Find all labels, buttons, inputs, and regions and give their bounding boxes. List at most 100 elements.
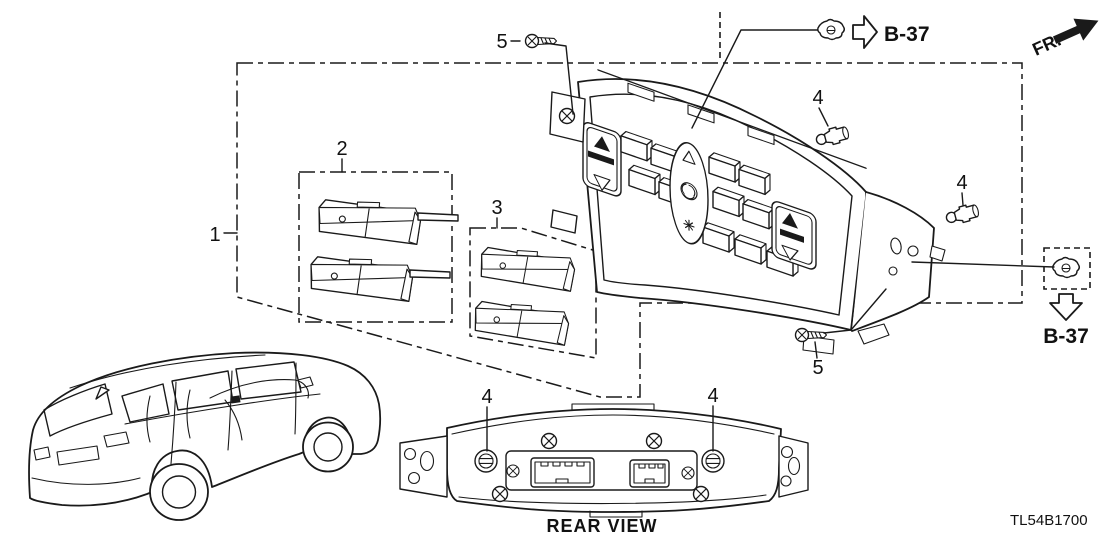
slider-bar — [780, 228, 804, 243]
case-screw-icon — [645, 432, 663, 450]
callout-4-bulb-right: 4 — [956, 172, 967, 194]
dial-up-triangle-icon — [682, 150, 696, 165]
rear-top-inner-line — [451, 414, 775, 435]
callout-5-bottom: 5 — [812, 357, 823, 379]
clip-dashed-box — [1043, 247, 1091, 290]
fan-icon — [680, 182, 698, 201]
bottom-foot — [857, 323, 890, 345]
control-unit-location-mark — [230, 395, 241, 404]
wing-hole — [780, 475, 792, 487]
control-unit-front-view — [549, 69, 946, 355]
control-unit-rear-view — [399, 403, 809, 518]
tapping-screw-icon — [524, 33, 558, 49]
side-hook-tab — [929, 245, 946, 262]
rear-bumper-line — [31, 477, 141, 485]
front-direction-arrow-icon — [1052, 18, 1099, 44]
switch-assembly-2 — [308, 197, 459, 303]
car-body-outline — [28, 351, 381, 507]
rear-wheel-hub — [161, 475, 197, 509]
roof-antenna-fin — [95, 386, 110, 400]
callout-4-rear-right: 4 — [707, 385, 718, 407]
b37-down-arrow-icon — [1049, 293, 1083, 321]
leader-screw-bottom — [823, 288, 887, 334]
bracket-hole — [907, 245, 919, 257]
wing-hole — [407, 471, 421, 485]
rear-top-tab — [571, 403, 655, 411]
callout-3: 3 — [491, 197, 502, 219]
callouts: 1 2 3 4 4 4 4 5 5 — [209, 31, 968, 452]
callout-4-bulb-left: 4 — [812, 87, 823, 109]
bottom-duct-tab — [802, 335, 835, 355]
bulb-socket-left — [474, 449, 498, 473]
case-screw-icon — [491, 485, 509, 503]
car-illustration — [28, 351, 381, 521]
leader-clip-top — [691, 29, 819, 129]
bracket-hole — [888, 266, 898, 276]
quarter-window — [121, 383, 170, 423]
front-door-window — [235, 361, 302, 400]
bulb-socket-icon — [943, 201, 981, 228]
wing-hole — [403, 447, 417, 461]
rear-bottom-inner-line — [458, 494, 767, 505]
b37-reference-bottom: B-37 — [1043, 325, 1089, 348]
switch-assembly-3 — [472, 245, 577, 347]
wing-hole — [780, 445, 794, 459]
taillight-left — [33, 446, 51, 461]
front-seat-line — [186, 389, 191, 439]
b37-right-arrow-icon — [852, 15, 878, 49]
temp-down-triangle-icon — [593, 173, 611, 191]
switch-kit-box-3 — [469, 227, 597, 359]
left-rocker-frame — [582, 122, 622, 197]
right-rocker-frame — [771, 201, 817, 270]
slider-bar — [588, 150, 614, 166]
push-clip-icon — [817, 18, 845, 41]
callout-4-rear-left: 4 — [481, 386, 492, 408]
b37-reference-top: B-37 — [884, 23, 930, 46]
rear-bottom-tab — [589, 510, 643, 518]
push-clip-icon — [1052, 256, 1080, 279]
recess-screw-icon — [506, 464, 520, 478]
rear-seat-line — [146, 395, 151, 443]
bulb-socket-icon — [813, 123, 851, 150]
wing-slot — [787, 456, 801, 476]
recess-screw-icon — [681, 466, 695, 480]
door-cut-line — [294, 362, 297, 435]
chassis-back-edge — [597, 69, 867, 169]
drawing-code: TL54B1700 — [1010, 512, 1088, 529]
dashboard-line — [209, 379, 309, 399]
window-sill-line — [124, 393, 321, 425]
mode-down-triangle-icon — [781, 244, 799, 261]
left-lower-tab — [550, 209, 578, 234]
bracket-hole — [890, 237, 902, 255]
auto-fan-glyph — [683, 219, 695, 231]
taillight-right — [103, 431, 130, 448]
right-housing — [802, 191, 946, 355]
door-cut-line — [227, 370, 233, 451]
top-tab — [627, 82, 655, 102]
center-dial — [669, 142, 709, 245]
case-screw-icon — [692, 485, 710, 503]
switch-pin — [409, 269, 451, 279]
rear-view-caption: REAR VIEW — [546, 516, 657, 536]
wing-slot — [419, 450, 435, 472]
left-mounting-wing — [399, 435, 448, 498]
right-mounting-wing — [778, 435, 809, 498]
leader-clip-bottom — [911, 261, 1055, 268]
temp-up-triangle-icon — [594, 136, 610, 153]
rear-window — [43, 383, 113, 437]
license-garnish — [56, 445, 100, 466]
top-tab — [747, 125, 775, 146]
console-line — [224, 399, 243, 441]
switch-kit-box-2 — [298, 171, 453, 323]
leader-screw-top — [544, 42, 574, 115]
front-wheel-hub — [313, 432, 343, 462]
assembly-boundary-box-1 — [236, 62, 1023, 398]
roof-line — [69, 354, 266, 389]
side-mirror — [297, 376, 314, 389]
main-connector — [530, 457, 595, 488]
door-cut-line — [170, 381, 177, 465]
mode-up-triangle-icon — [782, 213, 798, 229]
case-screw-icon — [540, 432, 558, 450]
